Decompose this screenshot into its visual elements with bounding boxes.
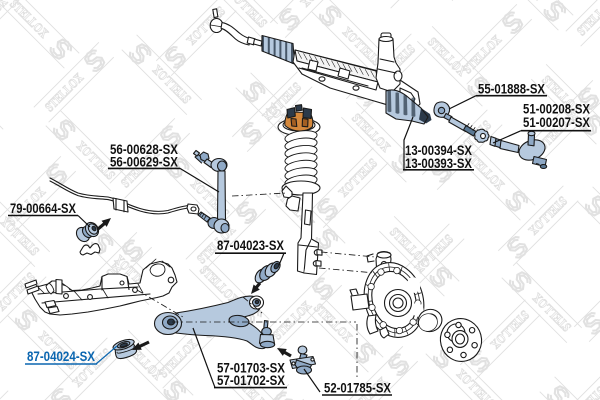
svg-text:13-00393-SX: 13-00393-SX — [405, 155, 473, 171]
svg-text:51-00207-SX: 51-00207-SX — [523, 114, 591, 130]
svg-text:56-00628-SX: 56-00628-SX — [110, 141, 179, 157]
svg-text:79-00664-SX: 79-00664-SX — [10, 200, 77, 216]
svg-text:87-04024-SX: 87-04024-SX — [27, 348, 96, 364]
svg-text:52-01785-SX: 52-01785-SX — [324, 380, 392, 396]
svg-text:51-00208-SX: 51-00208-SX — [523, 101, 591, 117]
svg-text:57-01702-SX: 57-01702-SX — [217, 372, 286, 388]
svg-text:13-00394-SX: 13-00394-SX — [405, 142, 473, 158]
svg-text:57-01703-SX: 57-01703-SX — [217, 360, 286, 376]
svg-text:87-04023-SX: 87-04023-SX — [217, 237, 285, 253]
svg-text:56-00629-SX: 56-00629-SX — [110, 153, 179, 169]
svg-text:55-01888-SX: 55-01888-SX — [478, 81, 546, 97]
